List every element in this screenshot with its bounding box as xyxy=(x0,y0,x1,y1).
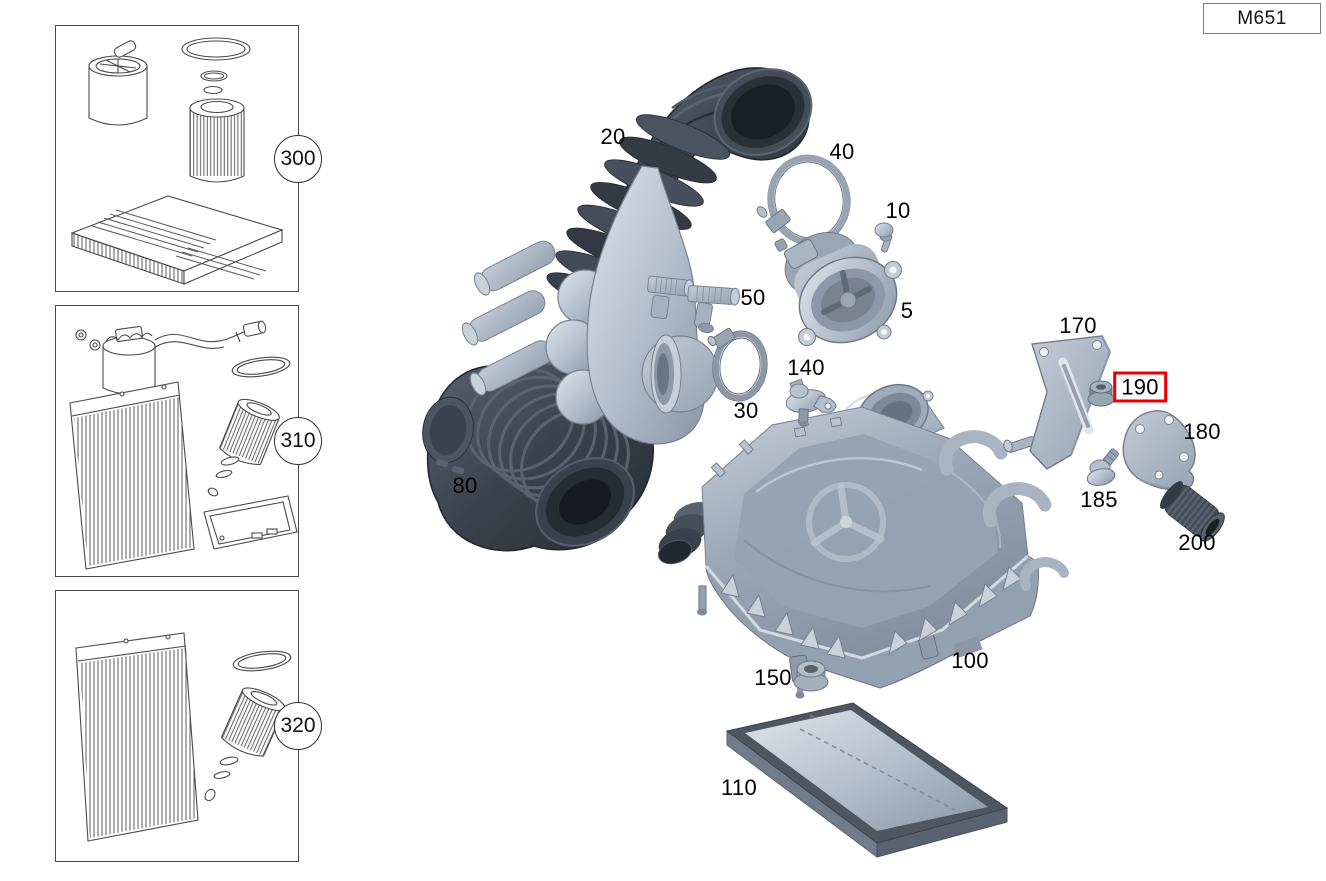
engine-code-label: M651 xyxy=(1203,3,1321,34)
maf-sensor-5 xyxy=(774,232,902,346)
callout-190-highlighted[interactable]: 190 xyxy=(1113,371,1167,403)
filter-kit-310-drawing xyxy=(69,320,298,570)
callout-150[interactable]: 150 xyxy=(754,665,792,690)
thumbnail-badge-300[interactable]: 300 xyxy=(274,135,322,183)
resonator-duct xyxy=(461,165,719,445)
intake-hose-20 xyxy=(461,67,813,445)
filter-kit-300-drawing xyxy=(70,37,284,285)
callout-20[interactable]: 20 xyxy=(600,124,626,149)
callout-40[interactable]: 40 xyxy=(829,139,855,164)
callout-185[interactable]: 185 xyxy=(1080,487,1118,512)
screw-185 xyxy=(1086,448,1120,486)
callout-80[interactable]: 80 xyxy=(452,473,478,498)
grommet-150 xyxy=(793,660,829,692)
screw-10 xyxy=(874,222,894,253)
filter-element-110 xyxy=(725,702,1009,858)
callout-5[interactable]: 5 xyxy=(900,298,914,323)
thumbnail-badge-310[interactable]: 310 xyxy=(274,417,322,465)
thumbnail-panel-300[interactable] xyxy=(55,25,299,292)
thumbnail-panel-320[interactable] xyxy=(55,590,299,862)
callout-30[interactable]: 30 xyxy=(733,398,759,423)
air-filter-housing-100 xyxy=(657,383,1069,699)
thumbnail-badge-320[interactable]: 320 xyxy=(274,702,322,750)
hose-clamp-30 xyxy=(707,327,768,402)
callout-50[interactable]: 50 xyxy=(740,285,766,310)
callout-10[interactable]: 10 xyxy=(885,198,911,223)
callout-140[interactable]: 140 xyxy=(787,355,825,380)
air-duct-80 xyxy=(422,353,655,552)
callout-200[interactable]: 200 xyxy=(1178,530,1216,555)
mercedes-star-emblem xyxy=(806,482,886,562)
sensor-140 xyxy=(785,378,837,427)
filter-kit-320-drawing xyxy=(75,632,292,842)
connector-fitting-50 xyxy=(687,285,740,334)
grommet-190[interactable] xyxy=(1087,380,1115,407)
callout-170[interactable]: 170 xyxy=(1059,313,1097,338)
thumbnail-panel-310[interactable] xyxy=(55,305,299,577)
callout-110[interactable]: 110 xyxy=(721,775,757,800)
callout-100[interactable]: 100 xyxy=(951,648,989,673)
callout-180[interactable]: 180 xyxy=(1183,419,1221,444)
